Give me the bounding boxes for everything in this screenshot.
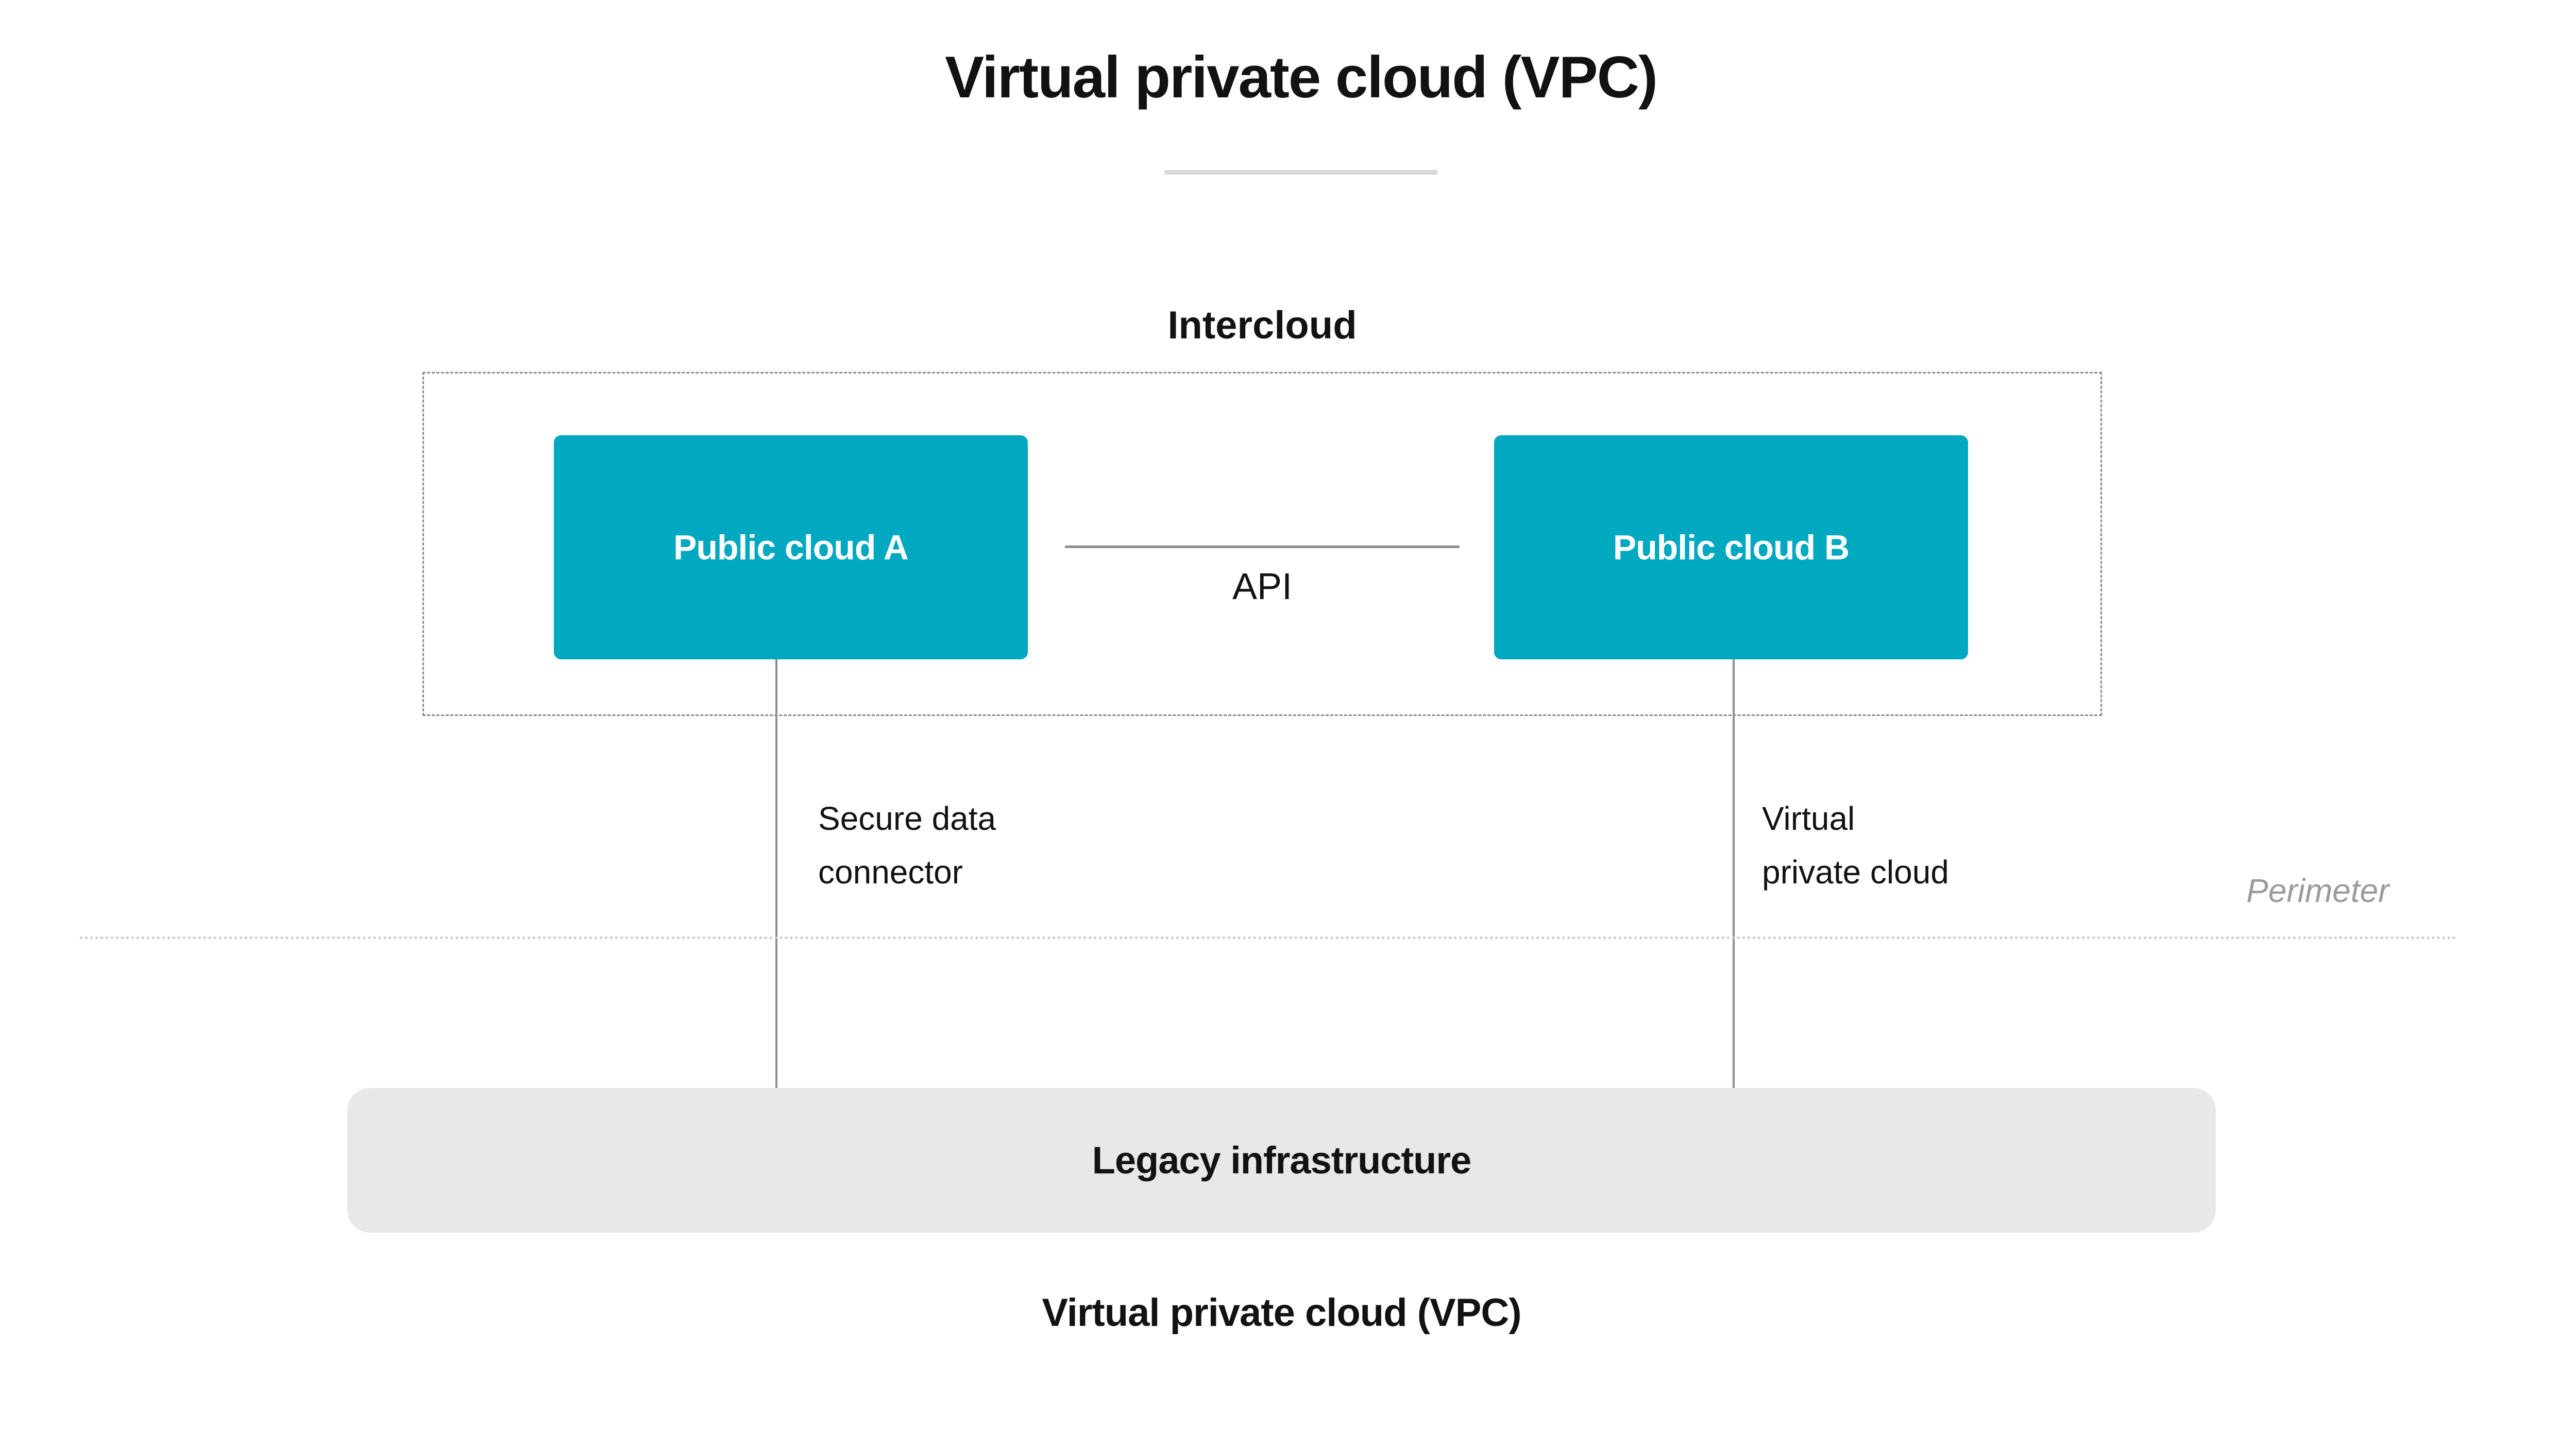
secure-data-connector-label: Secure data connector <box>818 800 996 891</box>
title-divider <box>1164 170 1437 175</box>
api-label: API <box>1232 566 1293 607</box>
perimeter-label: Perimeter <box>2246 872 2389 909</box>
intercloud-label: Intercloud <box>1167 303 1357 347</box>
virtual-private-cloud-line <box>1733 659 1735 1088</box>
public-cloud-b-node: Public cloud B <box>1494 435 1968 659</box>
page-title: Virtual private cloud (VPC) <box>945 45 1658 110</box>
public-cloud-a-node: Public cloud A <box>554 435 1028 659</box>
public-cloud-b-label: Public cloud B <box>1613 527 1850 567</box>
public-cloud-a-label: Public cloud A <box>673 527 909 567</box>
api-connector-line <box>1065 545 1460 548</box>
virtual-private-cloud-label: Virtual private cloud <box>1762 800 1949 891</box>
intercloud-boundary-box <box>422 372 2102 716</box>
legacy-infrastructure-label: Legacy infrastructure <box>1092 1139 1472 1182</box>
legacy-infrastructure-node: Legacy infrastructure <box>347 1088 2216 1233</box>
footer-caption: Virtual private cloud (VPC) <box>1042 1291 1521 1335</box>
perimeter-boundary-line <box>80 936 2458 939</box>
secure-data-connector-line <box>775 659 777 1088</box>
